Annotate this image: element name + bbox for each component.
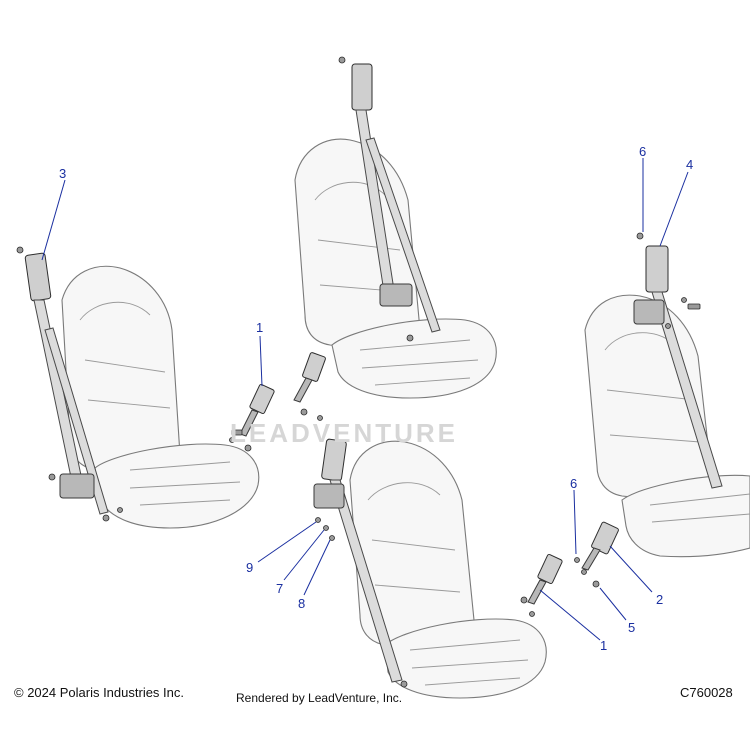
callout-labels: 1 1 2 3 4 5 6 6 7 8 9 <box>59 144 693 653</box>
callout-1-left: 1 <box>256 320 263 335</box>
seat-left <box>61 265 260 529</box>
watermark-text: LEADVENTURE <box>230 418 458 448</box>
copyright-text: © 2024 Polaris Industries Inc. <box>14 685 184 700</box>
leader-lines <box>41 158 689 641</box>
seat-right <box>584 294 750 558</box>
callout-5: 5 <box>628 620 635 635</box>
buckle-part-1-left <box>229 383 275 452</box>
callout-4: 4 <box>686 157 693 172</box>
buckle-part-1-bottom <box>520 553 563 617</box>
diagram-id-text: C760028 <box>680 685 733 700</box>
callout-3: 3 <box>59 166 66 181</box>
seat-belt-assembly-top-middle <box>338 56 441 342</box>
seat-belt-assembly-bottom-middle <box>313 438 408 688</box>
seat-belt-assembly-left <box>16 246 123 522</box>
callout-7: 7 <box>276 581 283 596</box>
seat-bottom-middle <box>349 440 547 699</box>
callout-2: 2 <box>656 592 663 607</box>
callout-9: 9 <box>246 560 253 575</box>
callout-1-bottom: 1 <box>600 638 607 653</box>
buckle-top <box>293 352 326 421</box>
seat-belt-assembly-right <box>633 232 723 489</box>
callout-6-bottom: 6 <box>570 476 577 491</box>
callout-6-top: 6 <box>639 144 646 159</box>
rendered-by-text: Rendered by LeadVenture, Inc. <box>236 691 403 705</box>
callout-8: 8 <box>298 596 305 611</box>
buckle-part-2 <box>574 521 619 588</box>
